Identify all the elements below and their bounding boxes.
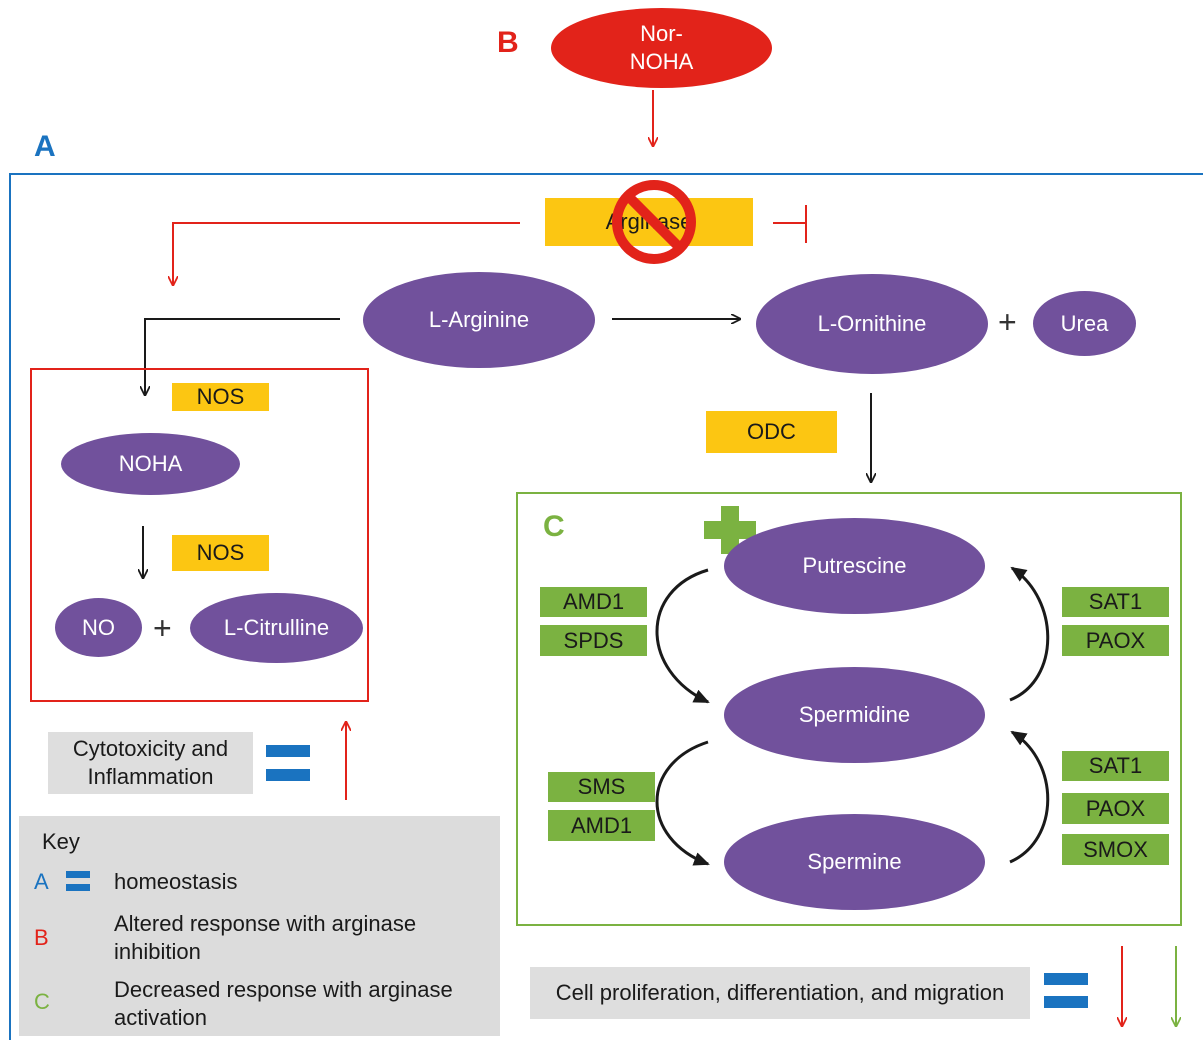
sat1-label-bottom: SAT1 [1088, 753, 1143, 778]
key-panel [19, 816, 500, 1036]
cytotoxicity-outcome: Cytotoxicity and Inflammation [48, 732, 253, 794]
panel-c-frame [516, 492, 1182, 926]
spermine-spermidine-curve [1009, 730, 1050, 864]
key-letter-a: A [34, 869, 49, 894]
panel-a-frame [9, 173, 1203, 1040]
spds-label: SPDS [563, 627, 624, 653]
spermine-label: Spermine [807, 849, 902, 874]
l-arginine-label: L-Arginine [428, 307, 530, 332]
no-node: NO [55, 598, 142, 657]
panel-label-a: A [34, 130, 56, 163]
noha-node: NOHA [61, 433, 240, 495]
key-text-c: Decreased response with arginase activat… [114, 977, 453, 1030]
amd1-enzyme-bottom: AMD1 [548, 810, 655, 841]
nor-noha-label: Nor- NOHA [629, 21, 694, 74]
l-citrulline-node: L-Citrulline [190, 593, 363, 663]
putrescine-node: Putrescine [724, 518, 985, 614]
urea-node: Urea [1033, 291, 1136, 356]
spermidine-putrescine-curve [1009, 566, 1050, 702]
proliferation-outcome: Cell proliferation, differentiation, and… [530, 967, 1030, 1019]
urea-label: Urea [1060, 310, 1109, 336]
putrescine-label: Putrescine [802, 553, 907, 578]
spds-enzyme: SPDS [540, 625, 647, 656]
spermine-node: Spermine [724, 814, 985, 910]
sat1-label-top: SAT1 [1088, 589, 1143, 614]
nos-enzyme-2: NOS [172, 535, 269, 571]
paox-enzyme-bottom: PAOX [1062, 793, 1169, 824]
prohibition-icon [612, 180, 696, 264]
key-title: Key [42, 829, 80, 854]
nos-label-1: NOS [196, 384, 245, 409]
key-text-a: homeostasis [114, 869, 238, 894]
spermidine-node: Spermidine [724, 667, 985, 763]
sat1-enzyme-bottom: SAT1 [1062, 751, 1169, 781]
panel-label-c: C [543, 510, 565, 543]
sat1-enzyme-top: SAT1 [1062, 587, 1169, 617]
putrescine-spermidine-curve [655, 568, 710, 704]
nos-enzyme-1: NOS [172, 383, 269, 411]
l-ornithine-label: L-Ornithine [817, 311, 927, 336]
l-citrulline-label: L-Citrulline [223, 615, 330, 640]
amd1-enzyme-top: AMD1 [540, 587, 647, 617]
sms-enzyme: SMS [548, 772, 655, 802]
amd1-label-bottom: AMD1 [570, 812, 633, 838]
nos-pathway-frame [30, 368, 369, 702]
paox-label-bottom: PAOX [1085, 795, 1146, 821]
odc-enzyme: ODC [706, 411, 837, 453]
l-ornithine-node: L-Ornithine [756, 274, 988, 374]
key-letter-c: C [34, 989, 50, 1014]
nor-noha-node: Nor- NOHA [551, 8, 772, 88]
green-plus-icon [704, 506, 756, 554]
paox-enzyme-top: PAOX [1062, 625, 1169, 656]
panel-label-b: B [497, 26, 519, 59]
key-letter-b: B [34, 925, 49, 950]
spermidine-spermine-curve [655, 740, 710, 866]
nos-label-2: NOS [196, 540, 245, 565]
spermidine-label: Spermidine [798, 702, 911, 727]
paox-label-top: PAOX [1085, 627, 1146, 653]
smox-label: SMOX [1083, 836, 1148, 862]
smox-enzyme: SMOX [1062, 834, 1169, 865]
plus-ornithine-urea: + [998, 304, 1017, 340]
arginase-left-red-arrow [173, 222, 520, 285]
odc-label: ODC [747, 419, 796, 444]
key-text-b: Altered response with arginase inhibitio… [114, 911, 417, 964]
noha-label: NOHA [118, 451, 183, 476]
amd1-label-top: AMD1 [562, 589, 625, 614]
proliferation-label: Cell proliferation, differentiation, and… [555, 980, 1005, 1005]
sms-label: SMS [577, 774, 626, 799]
plus-no-citrulline: + [153, 610, 172, 646]
cytotoxicity-label: Cytotoxicity and Inflammation [72, 736, 229, 789]
l-arginine-node: L-Arginine [363, 272, 595, 368]
no-label: NO [82, 614, 115, 640]
